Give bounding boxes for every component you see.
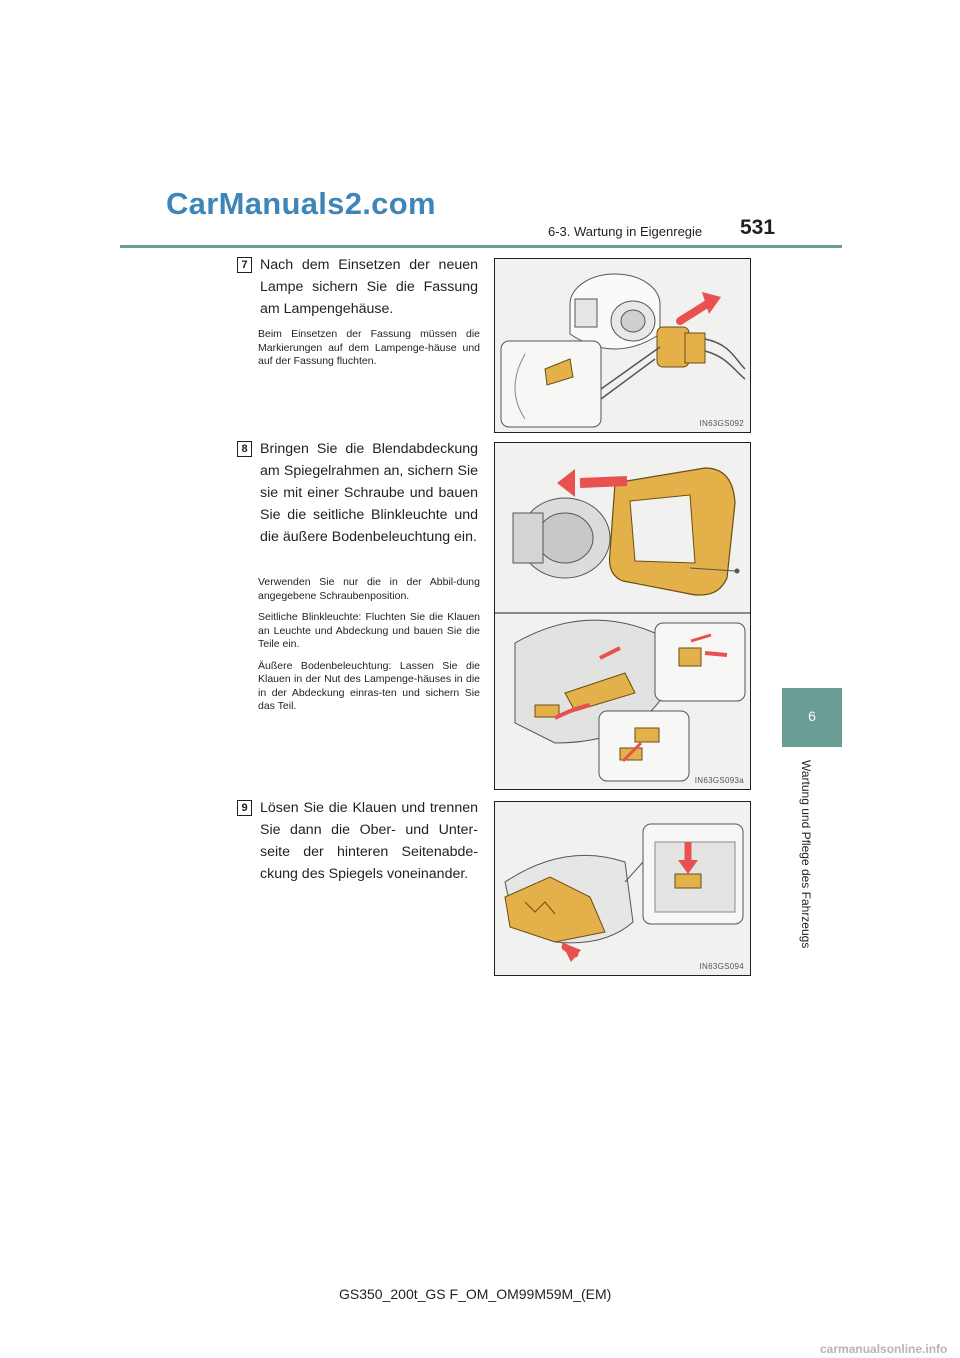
- figure-rear-cover: IN63GS094: [494, 801, 751, 976]
- figure-mirror-cover: IN63GS093a: [494, 442, 751, 790]
- watermark-footer: carmanualsonline.info: [820, 1342, 948, 1356]
- note-paragraph: Verwenden Sie nur die in der Abbil-dung …: [258, 576, 480, 602]
- step-number: 8: [237, 441, 252, 457]
- chapter-tab: 6: [782, 688, 842, 747]
- figure-code: IN63GS093a: [694, 776, 744, 785]
- figure-lamp-socket: IN63GS092: [494, 258, 751, 433]
- note-paragraph: Äußere Bodenbeleuchtung: Lassen Sie die …: [258, 659, 480, 713]
- watermark-logo: CarManuals2.com: [166, 186, 436, 221]
- step-text: Bringen Sie die Blendabdeckung am Spiege…: [260, 441, 478, 545]
- page-number: 531: [740, 216, 776, 239]
- note-paragraph: Seitliche Blinkleuchte: Fluchten Sie die…: [258, 611, 480, 650]
- step-note: Verwenden Sie nur die in der Abbil-dung …: [258, 576, 480, 722]
- note-paragraph: Beim Einsetzen der Fassung müssen die Ma…: [258, 328, 480, 367]
- mirror-cover-illustration: [495, 443, 750, 789]
- section-title: 6-3. Wartung in Eigenregie: [548, 224, 703, 239]
- document-code: GS350_200t_GS F_OM_OM99M59M_(EM): [339, 1286, 612, 1302]
- figure-code: IN63GS094: [699, 962, 744, 971]
- step-number: 9: [237, 800, 252, 816]
- lamp-socket-illustration: [495, 259, 750, 432]
- chapter-number: 6: [808, 708, 816, 724]
- figure-code: IN63GS092: [699, 419, 744, 428]
- header-rule: [120, 245, 842, 248]
- step-note: Beim Einsetzen der Fassung müssen die Ma…: [258, 328, 480, 377]
- rear-cover-illustration: [495, 802, 750, 975]
- step-text: Lösen Sie die Klauen und trennen Sie dan…: [260, 800, 478, 882]
- chapter-title: Wartung und Pflege des Fahrzeugs: [799, 760, 813, 949]
- step-number: 7: [237, 257, 252, 273]
- step-text: Nach dem Einsetzen der neuen Lampe siche…: [260, 257, 478, 317]
